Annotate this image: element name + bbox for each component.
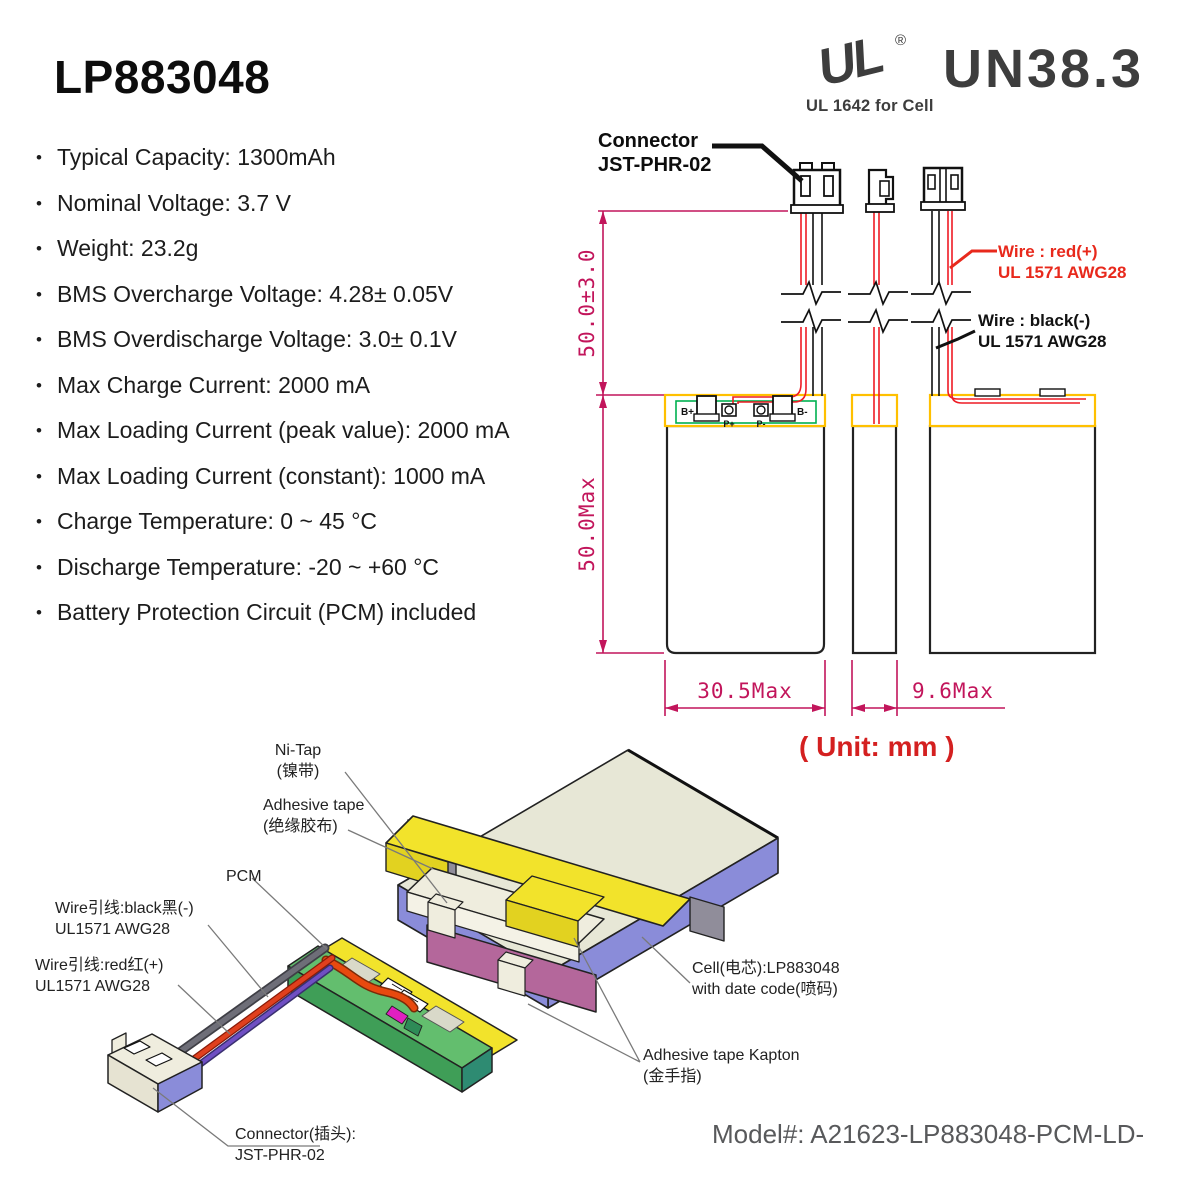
kapton-callout: Adhesive tape Kapton (金手指) [643, 1047, 800, 1085]
connector-callout: Connector JST-PHR-02 [598, 130, 712, 176]
spec-item: Max Loading Current (constant): 1000 mA [36, 464, 510, 488]
ni-tab-1-top [427, 893, 464, 911]
pcb-pad-1 [337, 957, 381, 985]
dimensions [596, 210, 1005, 716]
wire-red-leader [949, 249, 997, 270]
iso-wire-red-callout: Wire引线:red红(+) UL1571 AWG28 [35, 957, 164, 995]
registered-mark-icon: ® [894, 32, 906, 49]
un383-mark: UN38.3 [943, 39, 1145, 99]
spec-item: BMS Overdischarge Voltage: 3.0± 0.1V [36, 328, 510, 351]
ni-tap-callout: Ni-Tap (镍带) [274, 742, 322, 780]
cell-left-face [397, 884, 549, 1009]
spec-item: Battery Protection Circuit (PCM) include… [36, 601, 510, 624]
yellow-patch-top [505, 875, 605, 922]
black-wire [155, 943, 330, 1071]
front-view [663, 393, 827, 655]
iso-connector-callout: Connector(插头): JST-PHR-02 [235, 1126, 356, 1164]
page-title: LP883048 [54, 51, 271, 103]
spec-item: Charge Temperature: 0 ~ 45 °C [36, 510, 510, 533]
spec-item: Discharge Temperature: -20 ~ +60 °C [36, 555, 510, 579]
spec-item: Weight: 23.2g [36, 237, 510, 260]
spec-item: Max Charge Current: 2000 mA [36, 373, 510, 397]
ul-certification-logo: UL ® [812, 26, 906, 98]
pcm-block-magenta-face [426, 924, 597, 1013]
connector-back-view [920, 166, 966, 211]
iso-leaders [152, 771, 691, 1147]
spec-list: Typical Capacity: 1300mAh Nominal Voltag… [36, 146, 510, 647]
pcb-terminal-2 [395, 989, 429, 1013]
pcm-block-band [406, 891, 580, 963]
three-view-drawing: B+ P+ P- B- [575, 143, 1097, 716]
ul-caption: UL 1642 for Cell [806, 97, 934, 115]
cell-top-face [397, 749, 779, 974]
pcb-end [461, 1047, 493, 1093]
pcm-callout: PCM [226, 868, 262, 885]
red-wire [164, 954, 336, 1082]
wire-black-leader [935, 329, 976, 350]
pcb-green-tab [403, 1017, 423, 1037]
cell-callout: Cell(电芯):LP883048 with date code(喷码) [692, 960, 840, 998]
orange-wire [321, 955, 419, 1013]
dim-body-thickness: 9.6Max [912, 679, 994, 703]
tape-end-cap-left [407, 819, 457, 894]
connector-leader [712, 143, 804, 183]
pad-bplus-label: B+ [681, 407, 694, 418]
kapton-strip [313, 937, 518, 1058]
dimension-arrows [599, 211, 897, 712]
dimension-texts: 50.0±3.0 50.0Max 30.5Max 9.6Max [575, 248, 994, 703]
pad-bminus-label: B- [797, 407, 808, 418]
pcm-block-top [406, 867, 605, 944]
ul-logo-icon: UL [811, 26, 888, 98]
pad-pminus-label: P- [757, 419, 766, 429]
spec-item: Nominal Voltage: 3.7 V [36, 191, 510, 215]
pcb-pad-2 [421, 1005, 465, 1033]
yellow-patch-front [505, 899, 579, 948]
iso-connector [107, 1032, 203, 1113]
spec-item: Max Loading Current (peak value): 2000 m… [36, 419, 510, 442]
dim-lead-length: 50.0±3.0 [575, 248, 599, 357]
wire-black-callout: Wire : black(-) UL 1571 AWG28 [978, 311, 1107, 351]
unit-note: ( Unit: mm ) [799, 731, 955, 762]
ni-tab-2-front [497, 959, 526, 997]
spec-item: Typical Capacity: 1300mAh [36, 146, 510, 169]
wire-red-callout: Wire : red(+) UL 1571 AWG28 [998, 242, 1127, 282]
iso-wire-black-callout: Wire引线:black黑(-) UL1571 AWG28 [55, 900, 194, 938]
connector-front-view [790, 162, 844, 214]
pad-pplus-label: P+ [723, 419, 734, 429]
dim-body-width: 30.5Max [697, 679, 793, 703]
pcb-front [287, 965, 463, 1093]
side-view [850, 393, 899, 655]
break-symbols [781, 279, 971, 335]
connector-side-view [865, 168, 895, 213]
iso-connector-front [107, 1054, 159, 1113]
tape-end-cap-right [689, 896, 725, 942]
back-view [928, 388, 1097, 655]
ni-tab-1-front [427, 901, 456, 939]
adhesive-tape-callout: Adhesive tape (绝缘胶布) [263, 797, 365, 835]
purple-wire [168, 964, 334, 1089]
iso-connector-side [157, 1061, 203, 1113]
spec-item: BMS Overcharge Voltage: 4.28± 0.05V [36, 282, 510, 306]
pcb-magenta-part [385, 1005, 409, 1025]
ni-tab-2-top [497, 951, 534, 969]
pcb-top [287, 945, 493, 1069]
iso-connector-top [107, 1033, 203, 1085]
tape-strip-front [385, 842, 449, 891]
pcb-terminal-1 [379, 977, 413, 1001]
tape-strip-top [385, 815, 691, 927]
dim-body-height: 50.0Max [575, 476, 599, 572]
model-number: Model#: A21623-LP883048-PCM-LD- [712, 1119, 1145, 1149]
pcm-pads: B+ P+ P- B- [681, 395, 808, 429]
